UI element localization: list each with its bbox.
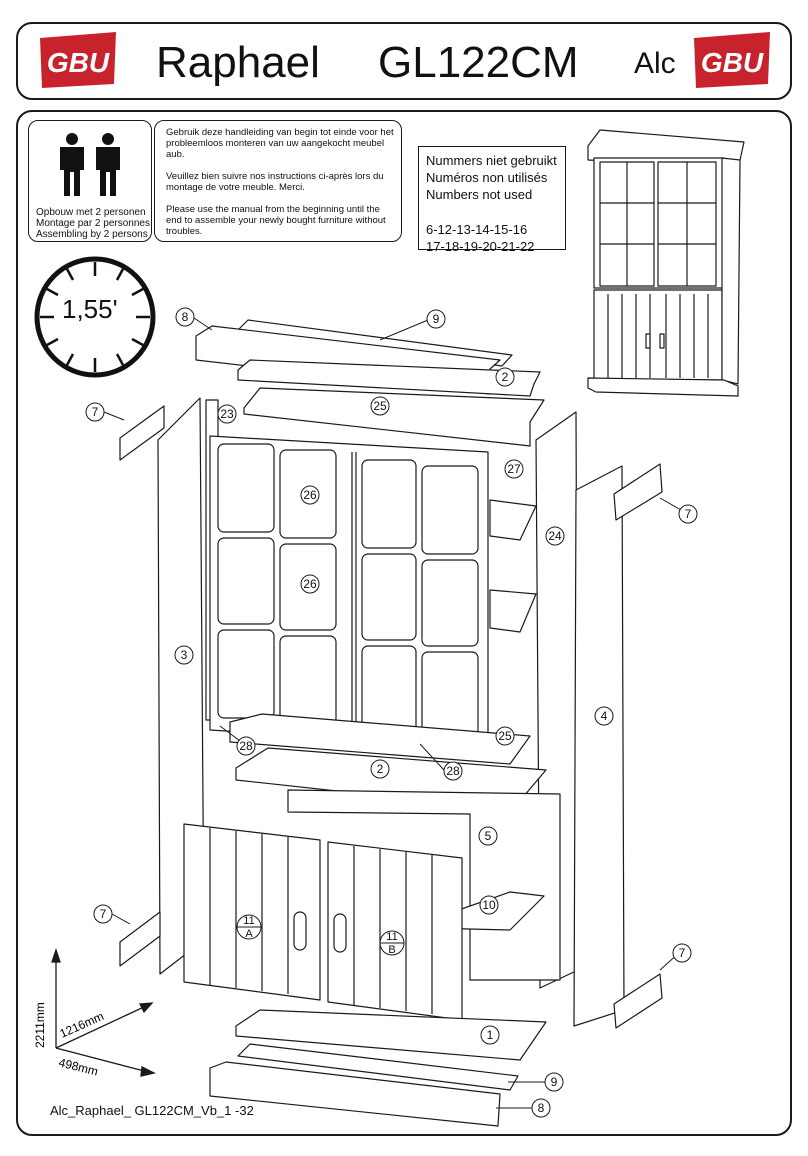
clock-icon (34, 256, 156, 378)
callout-23: 23 (220, 407, 234, 421)
instruction-fr: Veuillez bien suivre nos instructions ci… (166, 171, 384, 193)
callout-4: 4 (601, 709, 608, 723)
callout-27: 27 (507, 462, 521, 476)
persons-line-en: Assembling by 2 persons (36, 229, 148, 240)
callout-24: 24 (548, 529, 562, 543)
instructions-text: Gebruik deze handleiding van begin tot e… (166, 127, 398, 248)
two-persons-icon (60, 133, 120, 196)
dimension-height: 2211mm (33, 1002, 47, 1048)
callout-2-top: 2 (502, 370, 509, 384)
callout-7-upper-left: 7 (92, 405, 99, 419)
callout-2-middle: 2 (377, 762, 384, 776)
callout-7-upper-right: 7 (685, 507, 692, 521)
main-frame (16, 110, 792, 1136)
unused-parts-box (418, 146, 566, 250)
callout-11a-letter: A (245, 928, 253, 940)
callout-8-bottom: 8 (538, 1101, 545, 1115)
callout-28-left: 28 (239, 739, 253, 753)
material-code: Alc (634, 47, 676, 80)
assembled-cabinet-preview (587, 129, 745, 397)
unused-title-fr: Numéros non utilisés (426, 170, 548, 185)
callout-9-bottom: 9 (551, 1075, 558, 1089)
persons-text: Opbouw met 2 personen Montage par 2 pers… (36, 207, 150, 240)
callout-3: 3 (181, 648, 188, 662)
callout-5: 5 (485, 829, 492, 843)
callout-26-lower: 26 (303, 577, 317, 591)
callout-11b-number: 11 (386, 931, 397, 943)
unused-numbers-2: 17-18-19-20-21-22 (426, 239, 535, 254)
unused-title-nl: Nummers niet gebruikt (426, 153, 557, 168)
callout-10: 10 (482, 898, 496, 912)
callout-25-top: 25 (373, 399, 387, 413)
persons-line-fr: Montage par 2 personnes (36, 218, 150, 229)
callout-26-upper: 26 (303, 488, 317, 502)
persons-box (28, 120, 152, 242)
product-code: GL122CM (378, 38, 579, 87)
callout-8-top: 8 (182, 310, 189, 324)
brand-left-text: GBU (47, 47, 110, 78)
unused-title-en: Numbers not used (426, 187, 533, 202)
callout-28-right: 28 (446, 764, 460, 778)
document-reference: Alc_Raphael_ GL122CM_Vb_1 -32 (50, 1103, 254, 1118)
callout-11b-letter: B (388, 944, 395, 956)
product-name: Raphael (156, 38, 320, 87)
callout-7-lower-right: 7 (679, 946, 686, 960)
callout-7-lower-left: 7 (100, 907, 107, 921)
unused-numbers-1: 6-12-13-14-15-16 (426, 222, 528, 237)
persons-line-nl: Opbouw met 2 personen (36, 207, 146, 218)
callout-11a-number: 11 (243, 915, 254, 927)
instruction-en: Please use the manual from the beginning… (166, 204, 386, 237)
instruction-nl: Gebruik deze handleiding van begin tot e… (166, 127, 394, 160)
dimension-depth: 498mm (57, 1055, 99, 1078)
instructions-box (154, 120, 402, 242)
unused-parts-text: Nummers niet gebruikt Numéros non utilis… (426, 152, 557, 255)
callout-1: 1 (487, 1028, 494, 1042)
callout-9-top: 9 (433, 312, 440, 326)
header-frame (16, 22, 792, 100)
brand-right-text: GBU (701, 47, 764, 78)
callout-25-lower: 25 (498, 729, 512, 743)
brand-logo-left: GBU (40, 32, 116, 88)
brand-logo-right: GBU (694, 32, 770, 88)
assembly-time: 1,55' (62, 294, 118, 324)
